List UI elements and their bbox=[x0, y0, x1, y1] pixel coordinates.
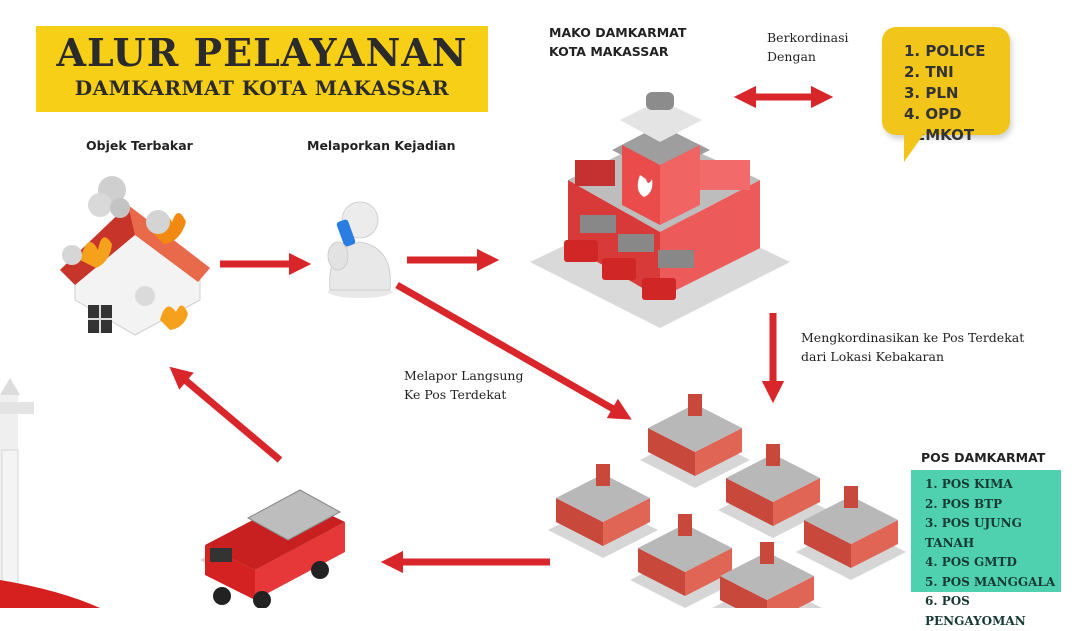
label-mengkoordinasikan-line2: dari Lokasi Kebakaran bbox=[801, 349, 944, 364]
coordination-item: 3. PLN bbox=[904, 84, 959, 102]
arrow-caller-to-pos bbox=[395, 281, 632, 420]
pos-item: 2. POS BTP bbox=[925, 496, 1003, 511]
label-berkoordinasi-line2: Dengan bbox=[767, 49, 816, 64]
flow-arrows bbox=[169, 85, 834, 574]
burning-house-icon bbox=[60, 176, 210, 336]
pos-title: POS DAMKARMAT bbox=[921, 450, 1046, 465]
coordination-note: 1. POLICE 2. TNI 3. PLN 4. OPD PEMKOT bbox=[882, 27, 1010, 144]
title-banner: ALUR PELAYANAN DAMKARMAT KOTA MAKASSAR bbox=[36, 26, 488, 112]
fire-post-icon bbox=[548, 394, 906, 608]
monument-icon bbox=[0, 378, 100, 608]
pos-item: 5. POS MANGGALA bbox=[925, 574, 1056, 589]
diagram-canvas bbox=[0, 85, 906, 608]
fire-station-icon bbox=[530, 92, 790, 328]
fire-truck-icon bbox=[200, 489, 345, 608]
page-subtitle: DAMKARMAT KOTA MAKASSAR bbox=[74, 76, 450, 100]
pos-item: 3. POS UJUNG TANAH bbox=[925, 516, 1022, 550]
label-mengkoordinasikan-line1: Mengkordinasikan ke Pos Terdekat bbox=[801, 330, 1025, 345]
label-mako-line2: KOTA MAKASSAR bbox=[549, 44, 669, 59]
phone-caller-icon bbox=[327, 201, 392, 298]
label-objek-terbakar: Objek Terbakar bbox=[86, 138, 193, 153]
label-melaporkan-kejadian: Melaporkan Kejadian bbox=[307, 138, 456, 153]
pos-item: 4. POS GMTD bbox=[925, 555, 1017, 569]
label-berkoordinasi-line1: Berkordinasi bbox=[767, 30, 849, 45]
label-melapor-langsung-line1: Melapor Langsung bbox=[404, 368, 524, 383]
label-mako-line1: MAKO DAMKARMAT bbox=[549, 25, 687, 40]
pos-item: 6. POS PENGAYOMAN bbox=[925, 594, 1026, 628]
page-title: ALUR PELAYANAN bbox=[56, 30, 468, 75]
coordination-item: 1. POLICE bbox=[904, 42, 986, 60]
coordination-item: 2. TNI bbox=[904, 63, 954, 81]
arrow-truck-to-house bbox=[169, 366, 283, 463]
pos-list-box: 1. POS KIMA 2. POS BTP 3. POS UJUNG TANA… bbox=[911, 470, 1061, 628]
label-melapor-langsung-line2: Ke Pos Terdekat bbox=[404, 387, 507, 402]
pos-item: 1. POS KIMA bbox=[925, 477, 1013, 491]
coordination-note-tail bbox=[904, 128, 928, 162]
